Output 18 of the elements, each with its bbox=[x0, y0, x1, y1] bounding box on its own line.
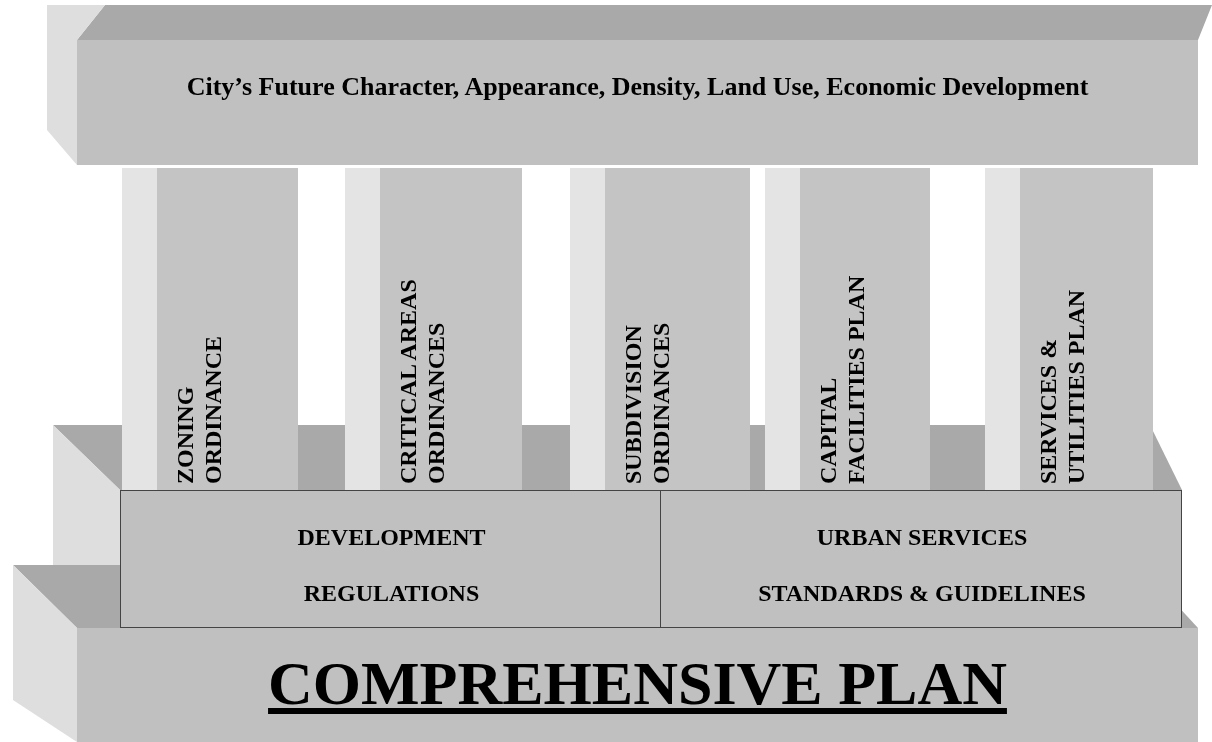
roof-beam bbox=[77, 40, 1198, 165]
pillar-label: SERVICES & UTILITIES PLAN bbox=[1034, 288, 1090, 484]
platform-label: DEVELOPMENT REGULATIONS bbox=[296, 523, 487, 608]
pillar-label: ZONING ORDINANCE bbox=[171, 335, 227, 484]
pillar-label: SUBDIVISION ORDINANCES bbox=[619, 321, 675, 484]
pillar bbox=[800, 168, 930, 490]
pillar-label: CAPITAL FACILITIES PLAN bbox=[814, 274, 870, 484]
base-title: COMPREHENSIVE PLAN bbox=[267, 648, 1008, 719]
pillar-label: CRITICAL AREAS ORDINANCES bbox=[394, 278, 450, 484]
pillar bbox=[605, 168, 750, 490]
platform-label: URBAN SERVICES STANDARDS & GUIDELINES bbox=[757, 523, 1087, 608]
roof-label: City’s Future Character, Appearance, Density, Land Use, Economic Development bbox=[185, 71, 1090, 103]
pillar bbox=[380, 168, 522, 490]
platform-block bbox=[660, 490, 1182, 628]
platform-block bbox=[120, 490, 661, 628]
pillar bbox=[1020, 168, 1153, 490]
base-block bbox=[77, 628, 1198, 742]
pillar bbox=[157, 168, 298, 490]
